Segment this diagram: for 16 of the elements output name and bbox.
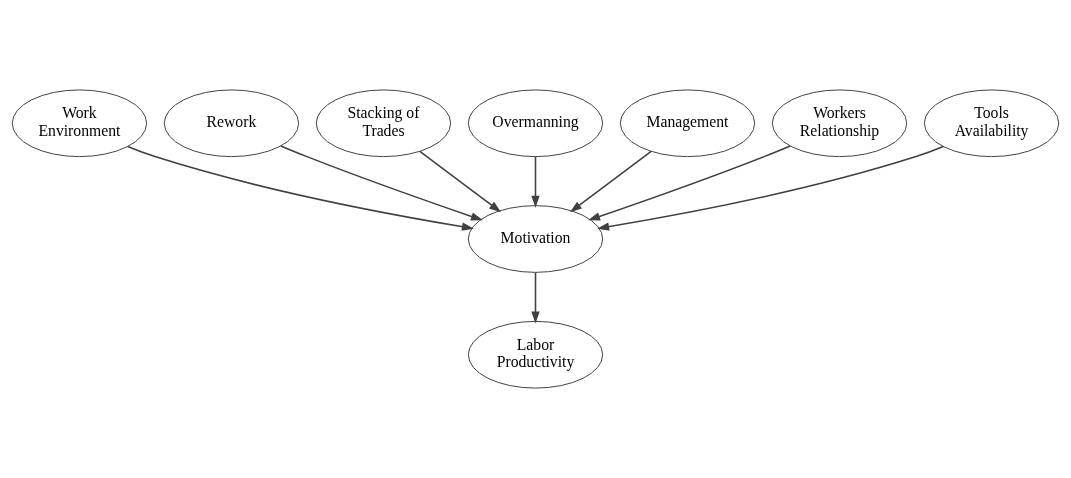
- arrow: [531, 156, 540, 208]
- node-ellipse: Work Environment: [11, 89, 148, 158]
- arrow: [588, 145, 791, 221]
- arrow: [597, 145, 945, 231]
- arrow: [569, 150, 652, 213]
- arrow: [419, 150, 502, 213]
- node-ellipse: Tools Availability: [923, 89, 1060, 158]
- node-ellipse: Overmanning: [467, 89, 604, 158]
- node-ellipse: Stacking of Trades: [315, 89, 452, 158]
- node-ellipse: Rework: [163, 89, 300, 158]
- node-ellipse: Labor Productivity: [467, 320, 604, 389]
- arrow: [126, 145, 474, 231]
- arrow: [280, 145, 483, 221]
- node-ellipse: Workers Relationship: [771, 89, 908, 158]
- arrow: [531, 271, 540, 324]
- node-ellipse: Management: [619, 89, 756, 158]
